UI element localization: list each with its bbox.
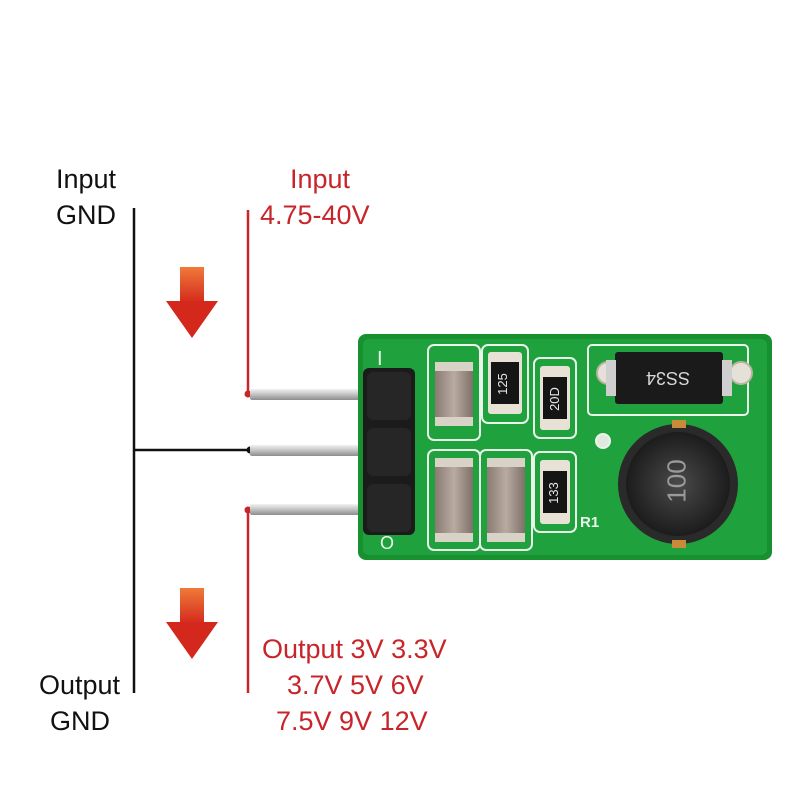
left-top-label-line1: Input [55,164,116,194]
left-bottom-label-line2: GND [50,706,110,736]
input-label-line2: 4.75-40V [260,200,370,230]
input-label-line1: Input [289,164,351,194]
output-label-line2: 3.7V 5V 6V [287,670,424,700]
input-dot [244,390,252,398]
down-arrow-icon [166,267,218,338]
down-arrow-icon [166,588,218,659]
pcb-board [358,334,772,560]
resistor-2-code: 20D [546,387,562,411]
inductor-marking: 100 [661,459,692,503]
left-top-label-line2: GND [56,200,116,230]
resistor-3-code: 133 [545,482,561,504]
silkscreen-output-mark: O [380,533,395,553]
silkscreen-input-mark: I [377,348,383,370]
left-bottom-label-line1: Output [38,670,120,700]
r1-reference: R1 [580,514,600,531]
resistor-1-code: 125 [494,373,510,395]
diode-marking: SS34 [646,368,691,388]
output-label-line1: Output 3V 3.3V [262,634,447,664]
output-dot [244,506,252,514]
output-label-line3: 7.5V 9V 12V [276,706,428,736]
